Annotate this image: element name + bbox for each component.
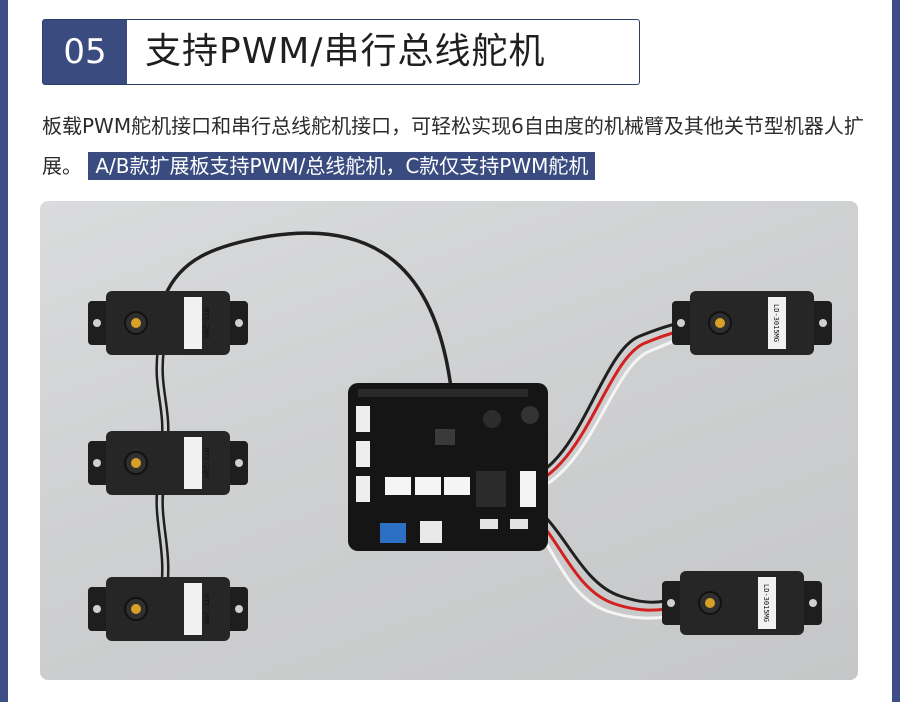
cable-to-right-servos [519,321,681,620]
left-frame-border [0,0,8,702]
section-number: 05 [43,20,127,84]
left-servo-3: MTS-20M [88,577,248,641]
expansion-board [348,383,548,551]
left-servo-2-label: MTS-20M [202,448,210,478]
right-servo-1-label: LD-3015MG [772,304,780,342]
right-servo-2: LD-3015MG [662,571,822,635]
description-paragraph: 板载PWM舵机接口和串行总线舵机接口，可轻松实现6自由度的机械臂及其他关节型机器… [42,106,872,186]
servo-board-illustration: MTS-20M MTS-20M MTS-20M LD-3015MG LD-301… [88,231,832,641]
left-servo-2: MTS-20M [88,431,248,495]
section-title: 支持PWM/串行总线舵机 [145,31,546,72]
left-servo-1: MTS-20M [88,291,248,355]
left-servo-3-label: MTS-20M [202,594,210,624]
right-servo-2-label: LD-3015MG [762,584,770,622]
right-frame-border [892,0,900,702]
product-photo: MTS-20M MTS-20M MTS-20M LD-3015MG LD-301… [40,201,858,680]
section-header: 05 支持PWM/串行总线舵机 [42,19,640,85]
left-servo-1-label: MTS-20M [202,308,210,338]
description-text: 板载PWM舵机接口和串行总线舵机接口，可轻松实现6自由度的机械臂及其他关节型机器… [42,114,864,178]
right-servo-1: LD-3015MG [672,291,832,355]
description-highlight: A/B款扩展板支持PWM/总线舵机，C款仅支持PWM舵机 [88,152,596,180]
